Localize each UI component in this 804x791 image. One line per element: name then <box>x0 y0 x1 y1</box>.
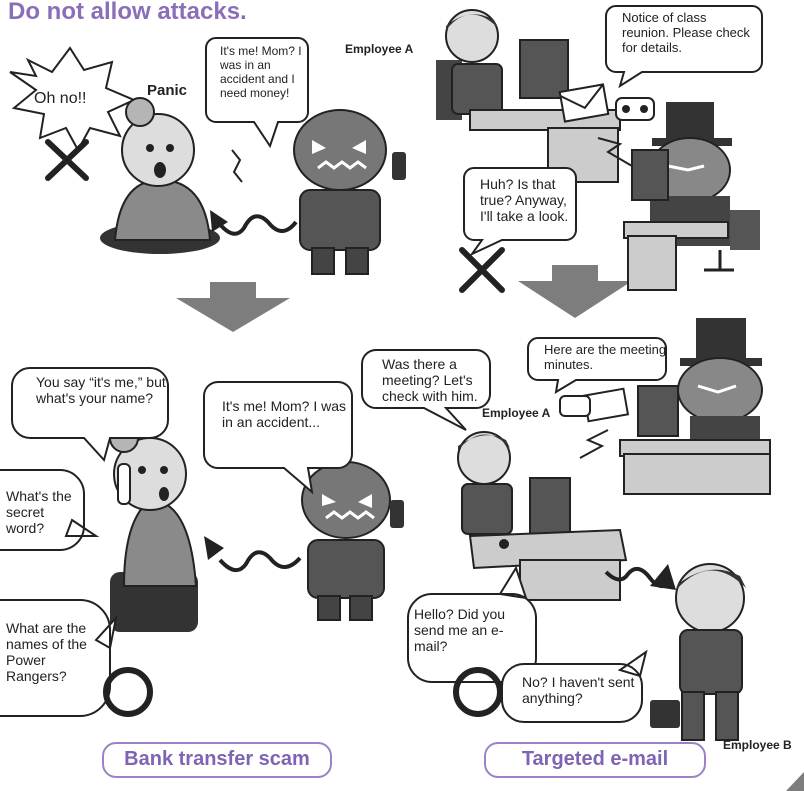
bubble-no-sent <box>501 649 648 723</box>
down-arrow-left <box>176 282 290 332</box>
employee-a-desk-bottom <box>457 431 628 601</box>
shout-bubble-oh-no <box>9 46 137 153</box>
circle-mark-icon <box>103 667 153 717</box>
x-mark-icon-2 <box>459 247 505 293</box>
text-rangers: What are the names of the Power Rangers? <box>6 620 87 684</box>
tophat-pumpkin-top <box>623 102 760 291</box>
label-employee-a-bottom: Employee A <box>482 406 551 420</box>
label-employee-a-top: Employee A <box>345 42 414 56</box>
x-mark-icon <box>45 139 89 181</box>
grandma-figure-bottom <box>109 423 198 632</box>
tophat-pumpkin-bottom <box>619 318 771 495</box>
bubble-notice <box>605 5 763 89</box>
text-meeting-q: Was there a meeting? Let's check with hi… <box>382 356 478 404</box>
text-secret: What's the secret word? <box>6 488 72 536</box>
page-title: Do not allow attacks. <box>8 0 247 25</box>
text-mom-bottom: It's me! Mom? I was in an accident... <box>222 398 347 430</box>
bubble-meeting-q <box>361 349 491 431</box>
bubble-rangers <box>0 599 118 717</box>
text-no-sent: No? I haven't sent anything? <box>522 674 635 706</box>
text-notice: Notice of class reunion. Please check fo… <box>622 10 750 55</box>
text-you-say: You say “it's me,” but what's your name? <box>36 374 166 406</box>
caption-targeted-email: Targeted e-mail <box>484 742 706 778</box>
circle-mark-icon-2 <box>453 667 503 717</box>
text-minutes: Here are the meeting minutes. <box>544 342 667 372</box>
label-panic: Panic <box>147 82 188 99</box>
bubble-huh <box>463 167 577 257</box>
bubble-secret <box>0 469 100 551</box>
page-corner <box>786 772 804 791</box>
pumpkin-caller-bottom <box>301 461 404 621</box>
employee-b-figure <box>650 563 746 741</box>
pumpkin-caller-top <box>293 109 406 275</box>
bubble-mom-bottom <box>203 381 353 495</box>
grandma-figure-top <box>100 97 220 254</box>
bubble-hello <box>407 565 537 683</box>
employee-a-desk-top <box>436 9 621 183</box>
text-huh: Huh? Is that true? Anyway, I'll take a l… <box>480 176 569 224</box>
bubble-mom-top <box>205 37 309 149</box>
text-mom-top: It's me! Mom? I was in an accident and I… <box>220 44 302 100</box>
down-arrow-right <box>518 265 632 318</box>
bubble-you-say <box>11 367 169 463</box>
caption-bank-transfer-scam: Bank transfer scam <box>102 742 332 778</box>
text-oh-no: Oh no!! <box>34 90 87 107</box>
text-hello: Hello? Did you send me an e-mail? <box>414 606 506 654</box>
label-employee-b: Employee B <box>723 738 792 752</box>
bubble-minutes <box>527 337 667 394</box>
